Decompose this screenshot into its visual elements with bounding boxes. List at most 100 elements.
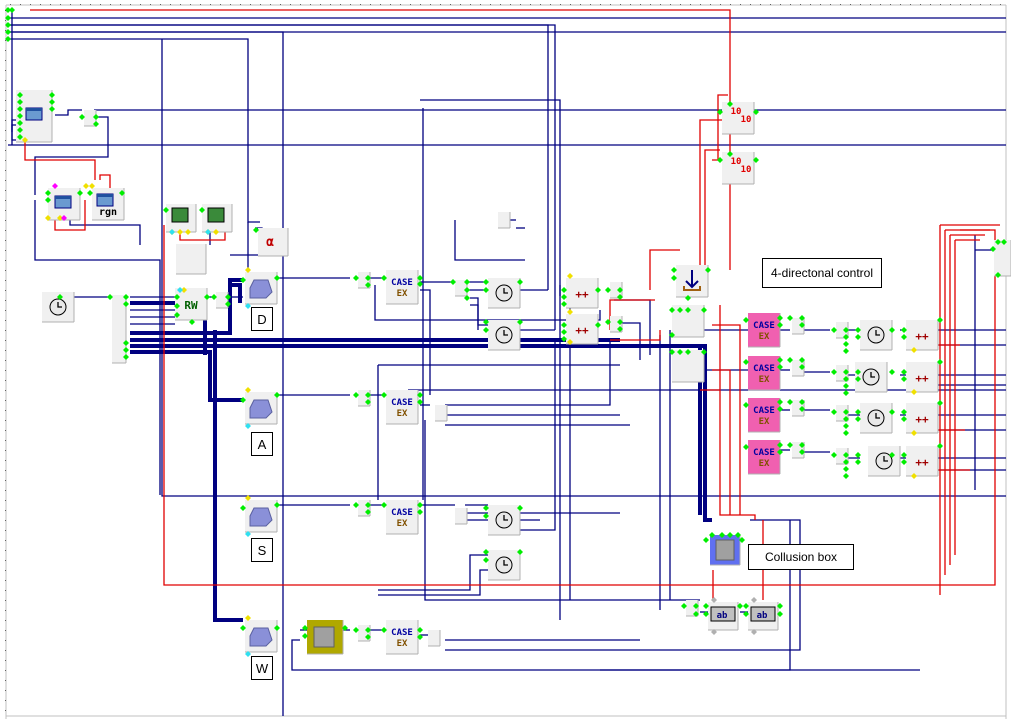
case-block-w-body[interactable] <box>386 620 418 654</box>
connector-pin[interactable] <box>605 287 611 293</box>
connector-pin[interactable] <box>751 629 757 635</box>
splitter-body[interactable] <box>455 280 467 296</box>
connector-pin[interactable] <box>245 531 251 537</box>
connector-pin[interactable] <box>617 294 623 300</box>
connector-pin[interactable] <box>417 502 423 508</box>
connector-pin[interactable] <box>743 402 749 408</box>
splitter[interactable] <box>435 405 448 422</box>
connector-pin[interactable] <box>677 307 683 313</box>
connector-pin[interactable] <box>937 317 943 323</box>
connector-pin[interactable] <box>843 466 849 472</box>
connector-pin[interactable] <box>365 634 371 640</box>
alpha-block-body[interactable] <box>258 228 288 256</box>
connector-pin[interactable] <box>777 406 783 412</box>
connector-pin[interactable] <box>464 279 470 285</box>
connector-pin[interactable] <box>365 392 371 398</box>
connector-pin[interactable] <box>464 287 470 293</box>
connector-pin[interactable] <box>83 183 89 189</box>
connector-pin[interactable] <box>787 399 793 405</box>
case-block-d-body[interactable] <box>386 270 418 304</box>
splitter[interactable] <box>498 212 511 229</box>
connector-pin[interactable] <box>561 329 567 335</box>
connector-pin[interactable] <box>831 327 837 333</box>
connector-pin[interactable] <box>855 334 861 340</box>
connector-pin[interactable] <box>353 275 359 281</box>
connector-pin[interactable] <box>89 183 95 189</box>
connector-pin[interactable] <box>855 416 861 422</box>
connector-pin[interactable] <box>365 275 371 281</box>
connector-pin[interactable] <box>889 369 895 375</box>
connector-pin[interactable] <box>567 339 573 345</box>
text-block-1[interactable]: ab <box>708 602 739 631</box>
connector-pin[interactable] <box>561 322 567 328</box>
connector-pin[interactable] <box>693 611 699 617</box>
connector-pin[interactable] <box>302 625 308 631</box>
connector-pin[interactable] <box>1001 239 1007 245</box>
connector-pin[interactable] <box>703 603 709 609</box>
connector-pin[interactable] <box>245 423 251 429</box>
connector-pin[interactable] <box>185 229 191 235</box>
connector-pin[interactable] <box>561 287 567 293</box>
increment-block-up-body[interactable] <box>906 320 938 350</box>
connector-pin[interactable] <box>5 15 11 21</box>
splitter-block-body[interactable] <box>84 110 96 126</box>
increment-block-right-body[interactable] <box>906 446 938 476</box>
connector-pin[interactable] <box>937 359 943 365</box>
connector-pin[interactable] <box>17 113 23 119</box>
connector-pin[interactable] <box>711 597 717 603</box>
connector-pin[interactable] <box>843 327 849 333</box>
connector-pin[interactable] <box>787 315 793 321</box>
connector-pin[interactable] <box>677 349 683 355</box>
connector-pin[interactable] <box>901 416 907 422</box>
connector-pin[interactable] <box>901 459 907 465</box>
connector-pin[interactable] <box>703 537 709 543</box>
connector-pin[interactable] <box>567 273 573 279</box>
connector-pin[interactable] <box>701 307 707 313</box>
case-block-right-body[interactable] <box>748 440 780 474</box>
connector-pin[interactable] <box>855 327 861 333</box>
connector-pin[interactable] <box>189 319 195 325</box>
increment-block-2[interactable]: ++ <box>566 314 599 345</box>
connector-pin[interactable] <box>483 513 489 519</box>
connector-pin[interactable] <box>245 267 251 273</box>
connector-pin[interactable] <box>889 409 895 415</box>
connector-pin[interactable] <box>787 442 793 448</box>
connector-pin[interactable] <box>843 383 849 389</box>
connector-pin[interactable] <box>743 444 749 450</box>
connector-pin[interactable] <box>174 312 180 318</box>
connector-pin[interactable] <box>777 611 783 617</box>
connector-pin[interactable] <box>843 409 849 415</box>
splitter[interactable] <box>792 318 805 335</box>
connector-pin[interactable] <box>739 537 745 543</box>
download-block[interactable] <box>676 265 709 298</box>
offscreen-block[interactable] <box>994 240 1011 277</box>
key-d-block[interactable] <box>245 272 278 305</box>
connector-pin[interactable] <box>855 459 861 465</box>
connector-pin[interactable] <box>483 505 489 511</box>
connector-pin[interactable] <box>17 134 23 140</box>
connector-pin[interactable] <box>799 406 805 412</box>
connector-pin[interactable] <box>353 502 359 508</box>
connector-pin[interactable] <box>735 532 741 538</box>
connector-pin[interactable] <box>17 99 23 105</box>
key-w-block[interactable] <box>245 620 278 653</box>
connector-pin[interactable] <box>753 109 759 115</box>
connector-pin[interactable] <box>381 502 387 508</box>
connector-pin[interactable] <box>617 326 623 332</box>
connector-pin[interactable] <box>199 207 205 213</box>
case-block-down-body[interactable] <box>748 398 780 432</box>
splitter-body[interactable] <box>792 360 804 376</box>
connector-pin[interactable] <box>995 239 1001 245</box>
connector-pin[interactable] <box>843 423 849 429</box>
connector-pin[interactable] <box>253 227 259 233</box>
connector-pin[interactable] <box>701 349 707 355</box>
connector-pin[interactable] <box>177 229 183 235</box>
connector-pin[interactable] <box>123 340 129 346</box>
connector-pin[interactable] <box>617 319 623 325</box>
connector-pin[interactable] <box>45 197 51 203</box>
connector-pin[interactable] <box>719 532 725 538</box>
clock-block-left[interactable] <box>855 362 888 393</box>
connector-pin[interactable] <box>5 36 11 42</box>
